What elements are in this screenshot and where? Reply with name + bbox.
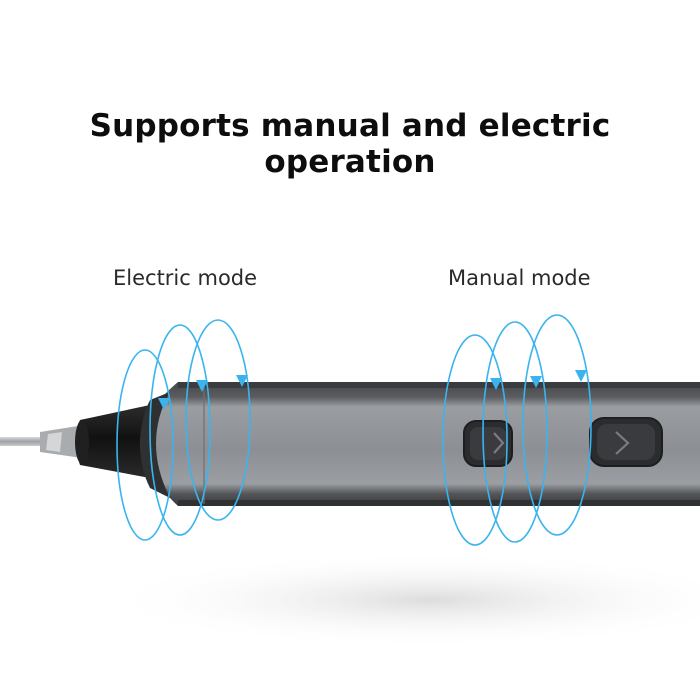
screwdriver-bit [0, 426, 82, 458]
arrow-head-icon [196, 380, 208, 392]
electric-rotation-rings [116, 319, 251, 541]
manual-rotation-rings [442, 314, 592, 546]
arrow-head-icon [236, 375, 248, 387]
manual-mode-label: Manual mode [448, 266, 591, 290]
floor-shadow [100, 552, 700, 648]
arrow-head-icon [490, 378, 502, 390]
chevron-right-icon [493, 432, 505, 454]
chevron-right-icon [615, 431, 630, 455]
collet-tip [75, 405, 150, 478]
rotation-button-right[interactable] [589, 417, 663, 467]
rotation-button-left[interactable] [463, 420, 513, 467]
electric-mode-label: Electric mode [113, 266, 258, 290]
arrow-head-icon [575, 370, 587, 382]
screwdriver-body [140, 382, 700, 506]
headline: Supports manual and electric operation [89, 108, 611, 180]
arrow-head-icon [530, 376, 542, 388]
arrow-head-icon [158, 398, 170, 410]
